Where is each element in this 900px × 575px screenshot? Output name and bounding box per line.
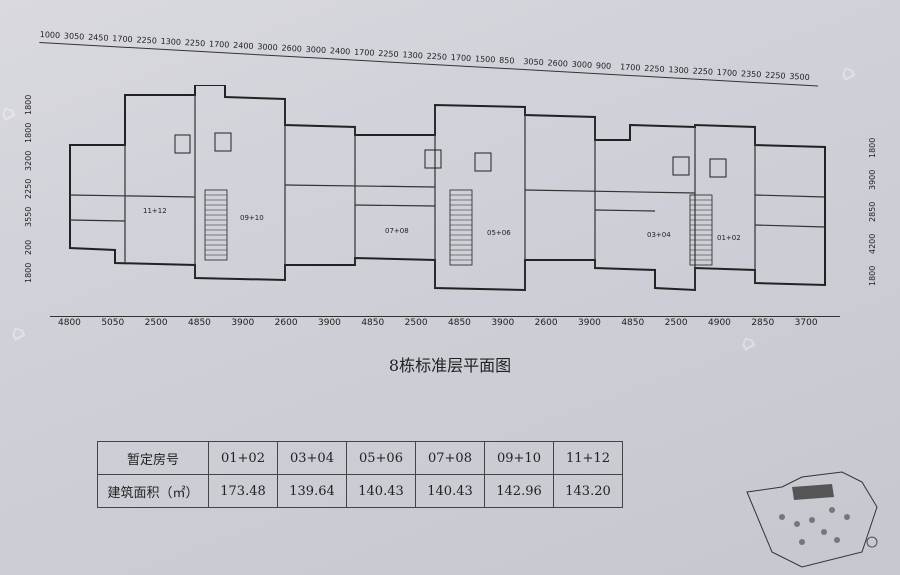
dimension-label: 2600 (534, 318, 558, 328)
unit-label: 07+08 (385, 227, 409, 235)
dimension-label: 2350 (740, 69, 762, 80)
dimension-label: 2600 (547, 58, 569, 69)
site-key-plan (746, 471, 878, 568)
dimension-label: 1500 (474, 54, 496, 65)
unit-label: 01+02 (717, 234, 741, 242)
drawing-title: 8栋标准层平面图 (388, 356, 512, 375)
dimension-label: 4850 (448, 318, 471, 328)
dimension-label: 2250 (136, 35, 158, 46)
dimension-label: 1700 (716, 67, 738, 78)
dimension-label: 3700 (794, 318, 818, 328)
unit-number-cell: 01+02 (208, 441, 278, 475)
dimension-label: 3900 (491, 318, 515, 328)
unit-label: 05+06 (487, 229, 511, 237)
dimension-label: 1700 (353, 47, 375, 58)
dimension-label: 1700 (619, 62, 641, 73)
unit-label: 11+12 (143, 207, 167, 215)
dimension-label: 2500 (144, 318, 168, 328)
area-value-cell: 143.20 (553, 474, 623, 508)
dimension-label: 850 (498, 55, 515, 66)
dimension-label: 4850 (361, 318, 385, 328)
dimension-label: 3000 (571, 59, 593, 70)
area-value-cell: 139.64 (277, 474, 347, 508)
dimension-label: 900 (595, 61, 612, 71)
dimension-label: 2250 (426, 51, 448, 62)
dimension-label: 1300 (160, 36, 182, 47)
dimension-label: 5050 (101, 318, 125, 328)
north-arrow-icon (866, 536, 878, 548)
dimension-label: 1700 (450, 52, 472, 64)
dimension-label: 3000 (257, 42, 278, 53)
table-header-cell: 暂定房号 (97, 441, 209, 475)
area-value-cell: 140.43 (415, 474, 485, 508)
dimension-label: 1800 (24, 94, 33, 115)
dimension-label: 2400 (232, 40, 254, 51)
unit-label: 09+10 (240, 214, 264, 222)
dimension-label: 3900 (318, 318, 341, 328)
dimension-label: 2450 (87, 32, 109, 43)
dimension-label: 1700 (112, 34, 133, 45)
dimension-label: 2250 (378, 48, 399, 60)
dimension-label: 2850 (751, 318, 775, 328)
dimension-label: 3550 (24, 206, 33, 227)
dimension-label: 2600 (281, 43, 303, 54)
dimension-label: 4850 (188, 318, 211, 328)
dimension-label: 2250 (644, 63, 665, 74)
dimension-label: 1300 (668, 65, 690, 76)
dimension-label: 3200 (24, 150, 33, 171)
table-row: 建筑面积（㎡） 173.48 139.64 140.43 140.43 142.… (97, 474, 623, 508)
stair-core (204, 189, 713, 266)
dimension-label: 3500 (789, 71, 810, 83)
dimension-label: 4850 (621, 318, 645, 328)
dimension-label: 3900 (868, 169, 877, 190)
table-row: 暂定房号 01+02 03+04 05+06 07+08 09+10 11+12 (97, 441, 623, 475)
floor-plan: 11+12 09+10 07+08 05+06 03+04 01+02 (69, 85, 826, 292)
dimension-label: 1800 (868, 137, 877, 158)
dimension-label: 4800 (58, 318, 81, 328)
dimension-label: 2500 (664, 318, 688, 328)
dimension-label: 2400 (329, 46, 351, 57)
unit-number-cell: 11+12 (553, 441, 623, 475)
dimension-label: 1700 (208, 39, 230, 50)
dimension-label: 2250 (692, 66, 714, 77)
dimension-label: 3000 (305, 44, 327, 55)
unit-number-cell: 05+06 (346, 441, 416, 475)
dimension-label: 2250 (24, 178, 33, 199)
area-value-cell: 173.48 (208, 474, 278, 508)
dimension-label: 3900 (578, 318, 601, 328)
unit-number-cell: 07+08 (415, 441, 485, 475)
dimension-label: 2850 (868, 201, 877, 222)
unit-label: 03+04 (647, 231, 671, 239)
unit-number-cell: 09+10 (484, 441, 554, 475)
area-table: 暂定房号 01+02 03+04 05+06 07+08 09+10 11+12… (97, 441, 623, 508)
dimension-label: 1800 (24, 122, 33, 143)
area-value-cell: 140.43 (346, 474, 416, 508)
dimension-label: 4200 (868, 233, 877, 254)
area-value-cell: 142.96 (484, 474, 554, 508)
dimension-label: 2250 (764, 70, 786, 81)
dimension-label: 2500 (404, 318, 428, 328)
dimension-label: 3900 (231, 318, 255, 328)
dimension-label: 3050 (523, 57, 544, 68)
table-header-cell: 建筑面积（㎡） (97, 474, 209, 508)
dimension-label: 1300 (402, 50, 424, 61)
dimension-label: 3050 (63, 31, 85, 42)
dimension-label: 200 (24, 239, 33, 255)
dimension-label: 2600 (274, 318, 298, 328)
dimension-label: 2250 (184, 38, 206, 49)
unit-number-cell: 03+04 (277, 441, 347, 475)
dimension-label: 4900 (708, 318, 731, 328)
bottom-dimension-chain: 4800 5050 2500 4850 3900 2600 3900 4850 2500 4850… (50, 308, 840, 328)
dimension-label: 1800 (24, 262, 33, 283)
dimension-label: 1000 (39, 30, 61, 41)
dimension-label: 1800 (868, 265, 877, 286)
